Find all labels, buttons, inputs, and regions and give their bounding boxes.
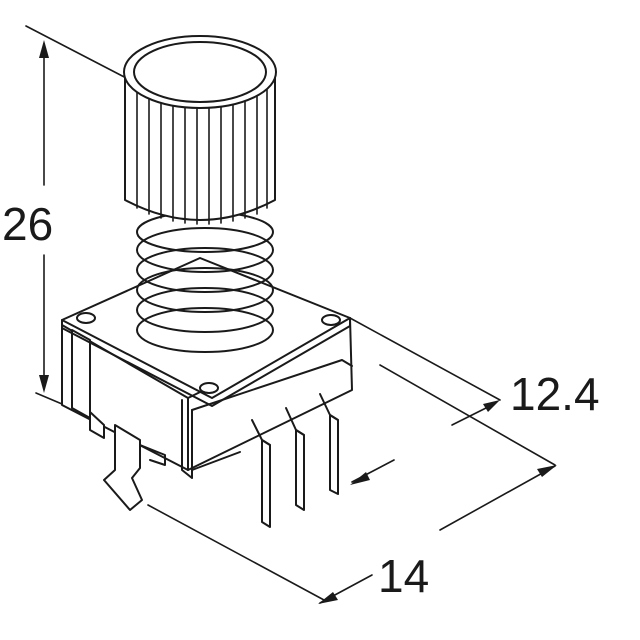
pin-3-bend	[319, 393, 339, 421]
width-dimension: 14	[147, 465, 557, 604]
bracket-front-edge	[181, 399, 193, 479]
depth-value: 12.4	[510, 368, 600, 420]
spring-coil-4	[136, 247, 274, 293]
pin-3	[329, 414, 339, 495]
mount-hole-right	[321, 314, 341, 326]
leg-front	[103, 424, 143, 511]
width-arrow-left	[318, 592, 338, 604]
shaft-top-face	[133, 41, 267, 103]
knurled-shaft	[123, 35, 277, 225]
depth-arrow-lower	[350, 472, 370, 485]
width-arrow-right	[537, 465, 557, 477]
spring-coil-3	[136, 267, 274, 313]
height-arrow-top	[39, 40, 49, 58]
depth-extension-top	[349, 317, 501, 401]
mounting-legs	[89, 411, 166, 511]
pin-1-bend	[251, 419, 271, 446]
width-dim-line-right	[439, 465, 556, 531]
spring-coil-2	[136, 287, 274, 333]
pin-2-bend	[285, 407, 305, 436]
depth-extension-mid	[379, 364, 556, 466]
housing-top-edge	[61, 317, 351, 407]
shaft-knurl-lines	[136, 89, 268, 225]
spring-coil-5	[136, 227, 274, 273]
encoder-housing	[61, 257, 353, 479]
bracket-bottom-edge	[191, 451, 241, 471]
height-extension-bottom	[35, 392, 63, 405]
leg-rear	[89, 411, 105, 439]
leg-tab	[139, 444, 166, 466]
depth-arrow-upper	[483, 400, 500, 412]
pin-1	[261, 439, 271, 528]
width-extension-left	[147, 504, 325, 601]
bracket-top-edge	[191, 359, 353, 411]
spring	[136, 211, 274, 353]
pin-2	[295, 429, 305, 511]
housing-left-rib	[71, 329, 91, 419]
spring-coil-1	[136, 307, 274, 353]
height-arrow-bottom	[39, 375, 49, 393]
width-value: 14	[378, 550, 429, 602]
mount-hole-left	[76, 312, 96, 324]
height-value: 26	[2, 198, 53, 250]
terminal-pins	[251, 393, 339, 528]
depth-dimension: 12.4	[349, 317, 600, 485]
height-dimension: 26	[2, 25, 131, 405]
height-extension-top	[25, 25, 131, 81]
mount-hole-front	[199, 382, 219, 394]
